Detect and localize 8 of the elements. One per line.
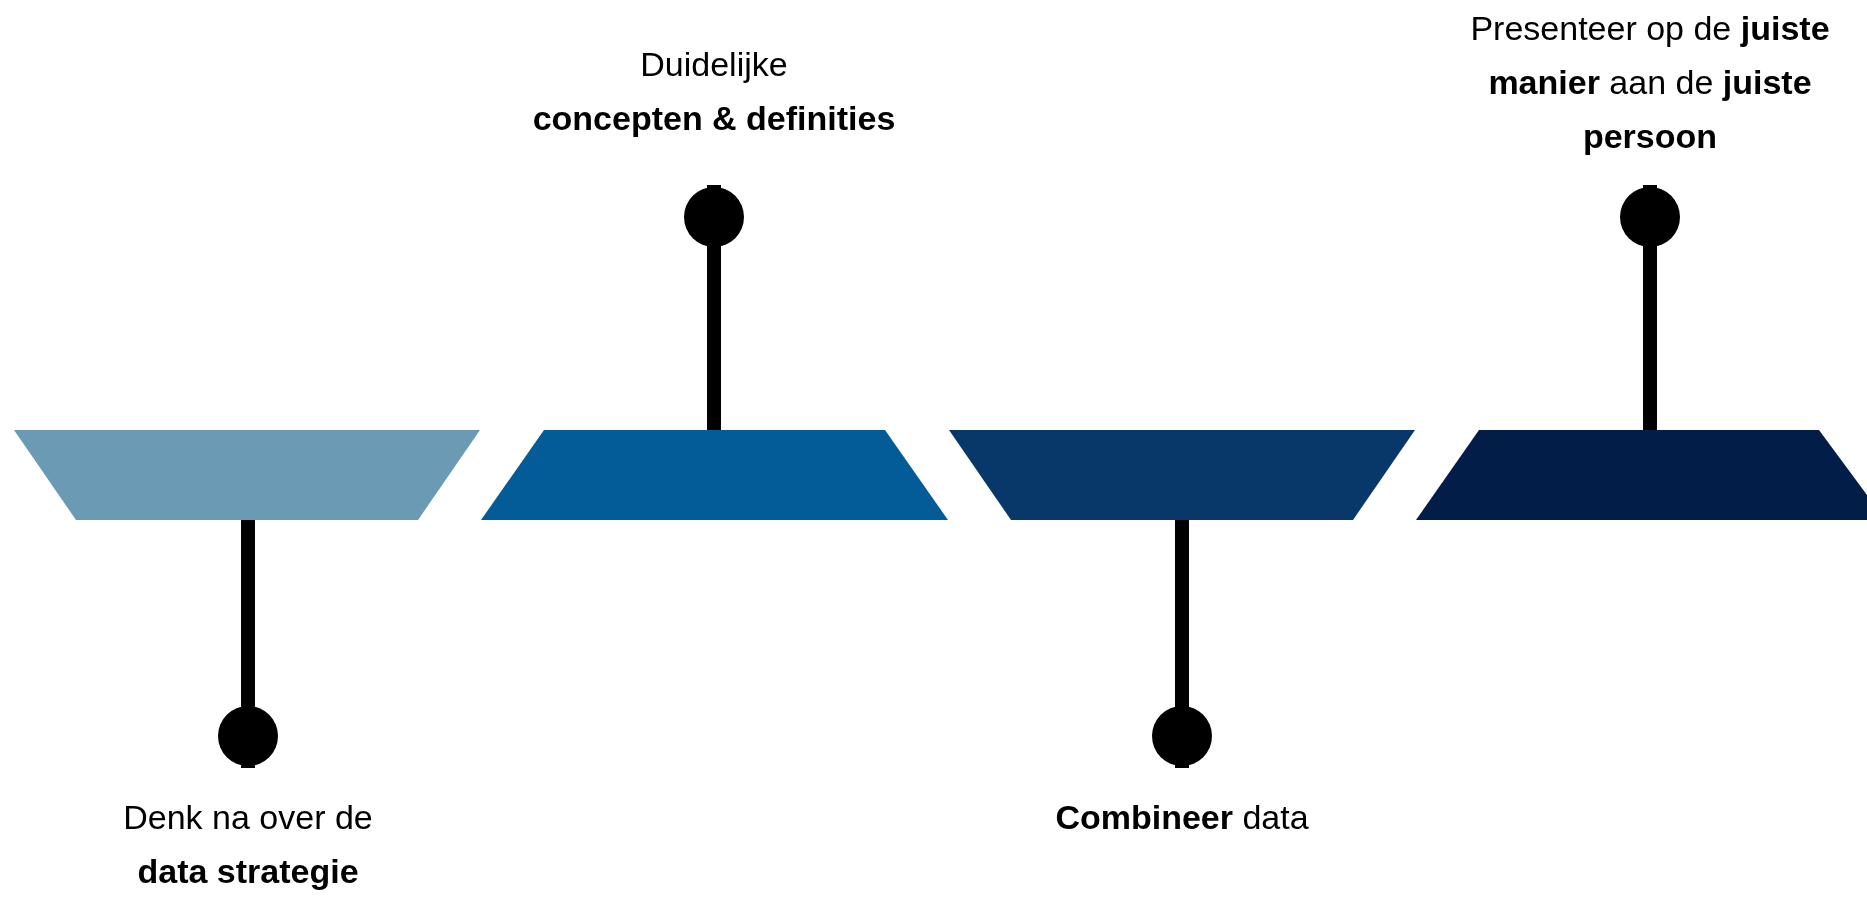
milestone-text: Denk na over de data strategie: [123, 797, 373, 892]
pin-connector: [1620, 185, 1680, 430]
pin-connector: [684, 185, 744, 430]
milestone-text: Combineer data: [1055, 797, 1309, 838]
pin-connector: [1152, 520, 1212, 768]
milestone-text: Presenteer op de juiste manier aan de juiste persoon: [1469, 8, 1831, 157]
milestone-text: Duidelijke concepten & definities: [532, 44, 896, 139]
pin-connector: [218, 520, 278, 768]
